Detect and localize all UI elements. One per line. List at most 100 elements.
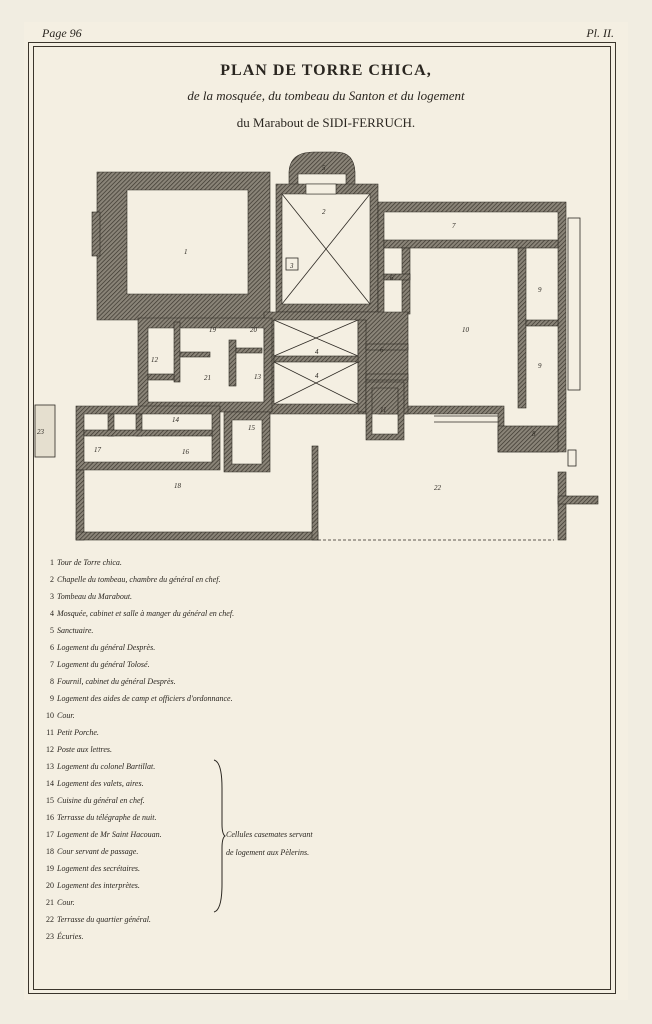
legend-number: 4 [50,609,54,618]
room-number-label: 22 [434,484,442,492]
plate-subtitle-line2: du Marabout de SIDI-FERRUCH. [236,115,416,130]
room-number-label: 17 [94,446,102,454]
room-number-label: 6 [390,274,394,282]
legend-number: 9 [50,694,54,703]
room-number-label: 7 [452,222,456,230]
legend-text: Cour servant de passage. [57,847,139,856]
brace-note-line2: de logement aux Pèlerins. [226,848,310,857]
legend-text: Sanctuaire. [57,626,94,635]
room-number-label: 13 [254,373,262,381]
legend-text: Cuisine du général en chef. [57,796,145,805]
legend-number: 17 [46,830,54,839]
room-number-label: 20 [250,326,258,334]
legend-text: Cour. [57,898,75,907]
room-number-label: 23 [37,428,45,436]
legend-text: Chapelle du tombeau, chambre du général … [57,575,221,584]
legend-number: 11 [46,728,54,737]
room-number-label: 8 [532,430,536,438]
room-number-label: 19 [209,326,217,334]
plate-sheet: Page 96 Pl. II. PLAN DE TORRE CHICA, de … [24,22,628,1000]
plate-number: Pl. II. [586,26,614,40]
plate-subtitle-line1: de la mosquée, du tombeau du Santon et d… [187,88,465,103]
legend-number: 22 [46,915,54,924]
legend-number: 8 [50,677,54,686]
legend-number: 3 [50,592,54,601]
inner-frame [33,46,611,990]
legend-number: 1 [50,558,54,567]
room-number-label: 4 [315,348,319,356]
legend-number: 19 [46,864,54,873]
curly-brace [213,759,226,913]
room-number-label: 3 [289,262,294,270]
page-number: Page 96 [42,26,82,40]
room-number-label: 9 [538,362,542,370]
room-number-label: 2 [322,208,326,216]
legend-text: Fournil, cabinet du général Desprès. [57,677,176,686]
legend-number: 18 [46,847,54,856]
plate-title: PLAN DE TORRE CHICA, [220,62,432,79]
room-number-label: 15 [248,424,256,432]
legend-text: Terrasse du quartier général. [57,915,151,924]
room-number-label: 9 [538,286,542,294]
legend-text: Terrasse du télégraphe de nuit. [57,813,157,822]
room-number-label: 21 [204,374,211,382]
legend-number: 6 [50,643,54,652]
legend-text: Logement du général Tolosé. [57,660,150,669]
legend-text: Logement de Mr Saint Hacouan. [57,830,162,839]
legend-text: Logement du colonel Bartillat. [57,762,156,771]
legend-number: 14 [46,779,54,788]
legend-number: 23 [46,932,54,941]
legend-number: 16 [46,813,54,822]
legend-number: 13 [46,762,54,771]
legend-number: 15 [46,796,54,805]
room-number-label: 14 [172,416,180,424]
room-number-label: 16 [182,448,190,456]
legend-text: Écuries. [57,932,84,941]
legend-text: Tombeau du Marabout. [57,592,133,601]
legend-text: Poste aux lettres. [57,745,113,754]
legend-text: Mosquée, cabinet et salle à manger du gé… [57,609,235,618]
legend-number: 12 [46,745,54,754]
legend-text: Logement des aides de camp et officiers … [57,694,233,703]
room-number-label: 11 [380,406,386,414]
legend-text: Logement des interprètes. [57,881,140,890]
legend-text: Petit Porche. [57,728,99,737]
room-number-label: 18 [174,482,182,490]
legend-number: 10 [46,711,54,720]
room-number-label: 6 [380,346,384,354]
room-number-label: 12 [151,356,159,364]
legend-text: Logement des valets, aires. [57,779,144,788]
room-number-label: 5 [322,164,326,172]
room-number-label: 4 [315,372,319,380]
legend-number: 2 [50,575,54,584]
legend-text: Logement du général Desprès. [57,643,156,652]
legend-number: 5 [50,626,54,635]
legend-number: 20 [46,881,54,890]
room-number-label: 1 [184,248,188,256]
brace-note: Cellules casemates servant de logement a… [226,826,313,862]
legend-number: 21 [46,898,54,907]
